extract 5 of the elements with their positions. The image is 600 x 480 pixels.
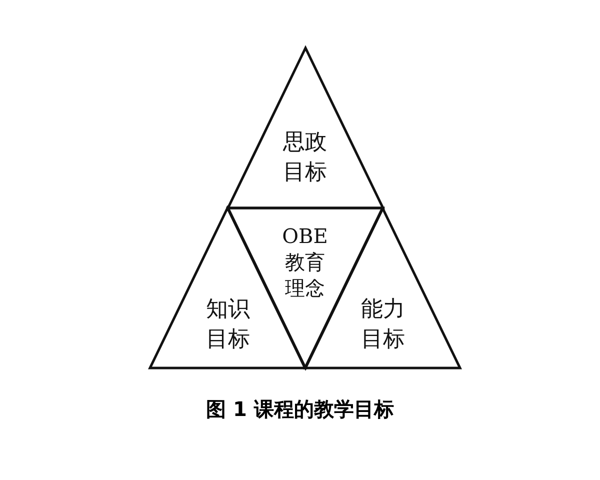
goal-label: 能力目标	[360, 296, 406, 354]
goal-label: 思政目标	[282, 129, 328, 187]
figure-caption: 图 1 课程的教学目标	[205, 396, 395, 423]
goal-label: 知识目标	[205, 296, 251, 354]
goal-label: OBE教育理念	[281, 223, 329, 301]
